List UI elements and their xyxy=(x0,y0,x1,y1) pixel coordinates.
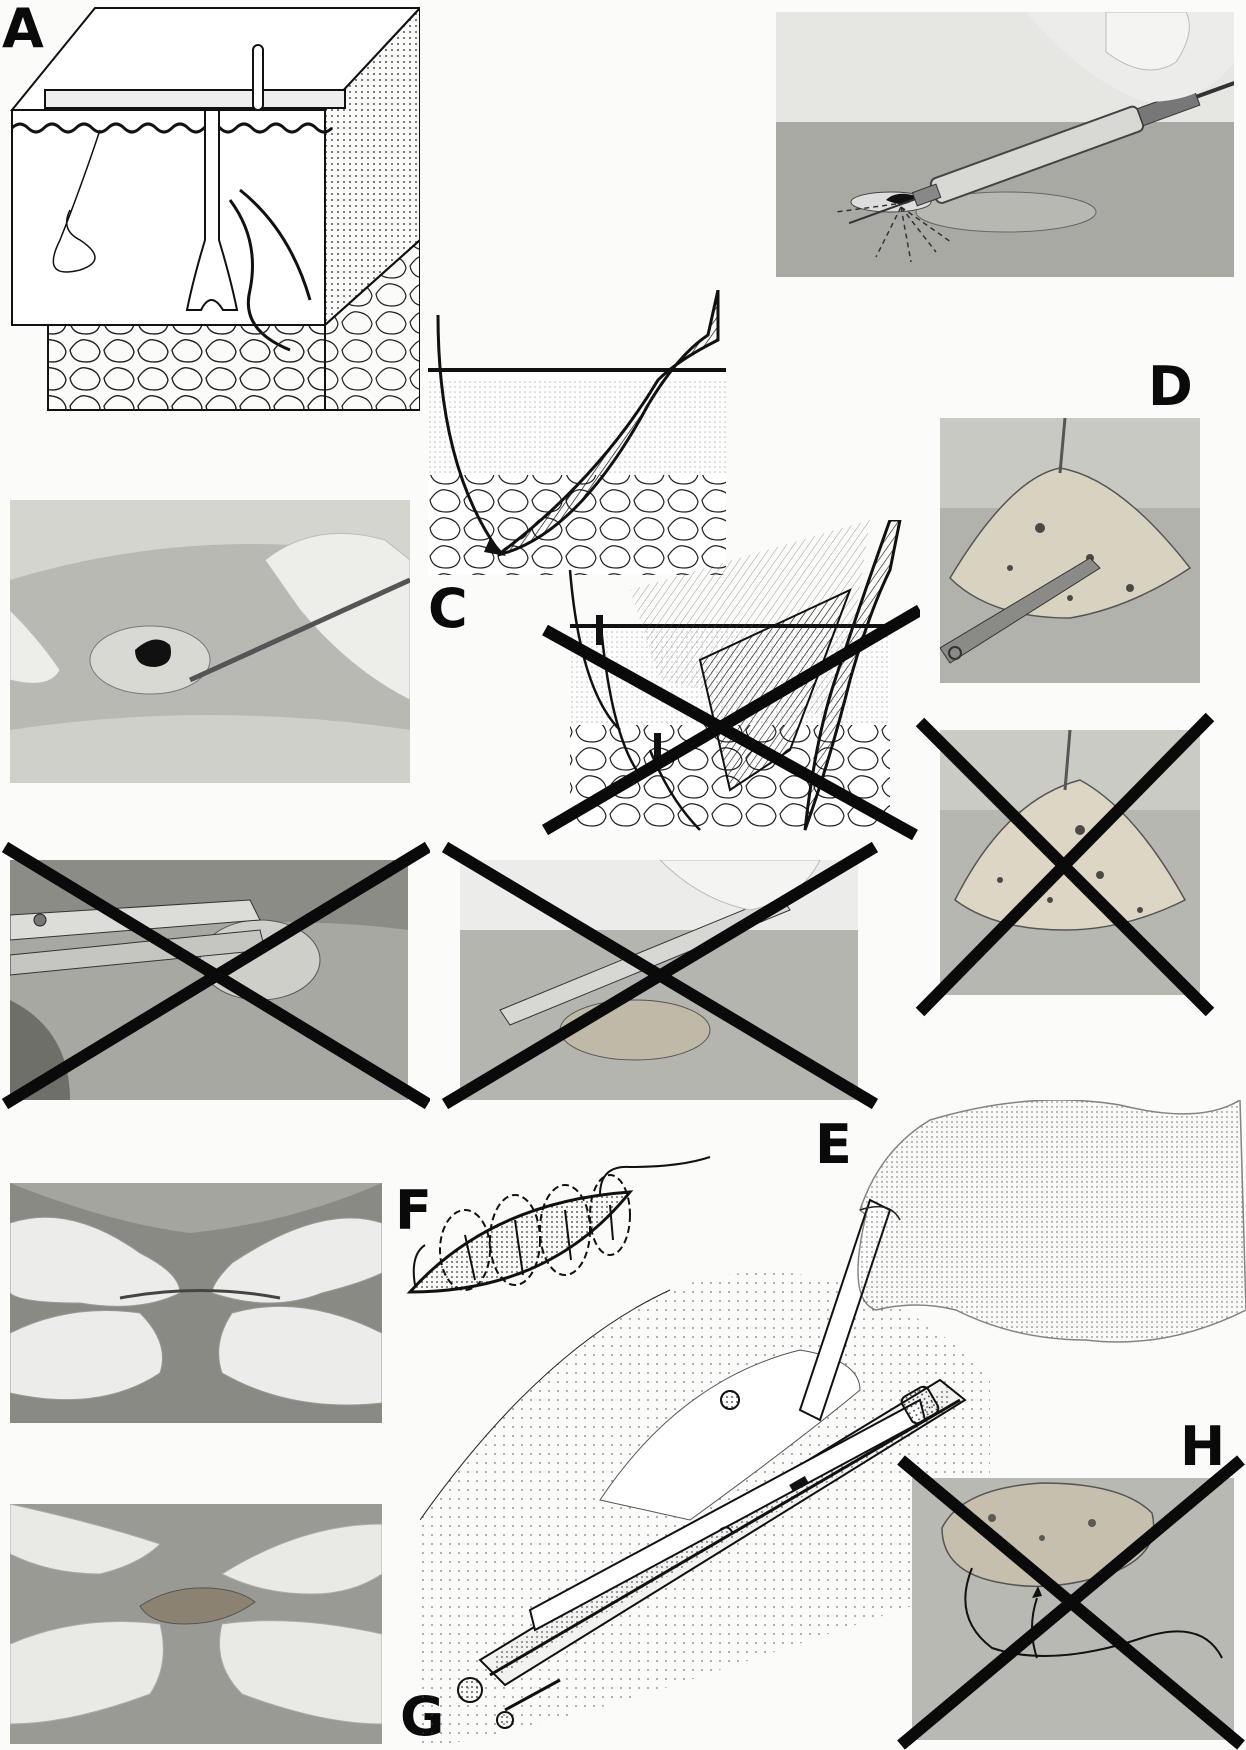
wound-gaping-photo xyxy=(10,1504,382,1744)
scissors-excision-incorrect-photo-2 xyxy=(460,860,858,1100)
wound-edges-approximated-photo xyxy=(10,1183,382,1423)
skin-cross-section-illustration: A xyxy=(0,0,420,420)
incorrect-incision-angle-diagram xyxy=(540,520,920,840)
figure-label-f: F xyxy=(395,1179,432,1242)
excised-specimen-incorrect-photo xyxy=(940,730,1200,995)
figure-label-c: C xyxy=(428,577,468,640)
figure-label-h: H xyxy=(1180,1415,1226,1478)
scissors-excision-incorrect-photo-1 xyxy=(10,860,408,1100)
figure-label-e: E xyxy=(815,1113,852,1176)
local-anesthesia-injection-photo: B xyxy=(776,12,1234,277)
correct-incision-angle-diagram xyxy=(428,290,726,575)
elliptical-excision-forceps-photo xyxy=(10,500,410,783)
figure-label-d: D xyxy=(1148,355,1193,418)
graft-specimen-incorrect-photo xyxy=(912,1478,1234,1740)
excised-specimen-correct-photo xyxy=(940,418,1200,683)
figure-label-a: A xyxy=(2,0,44,60)
wound-closure-stitch-diagram xyxy=(405,1150,715,1330)
dermatome-graft-illustration xyxy=(420,1100,1246,1750)
